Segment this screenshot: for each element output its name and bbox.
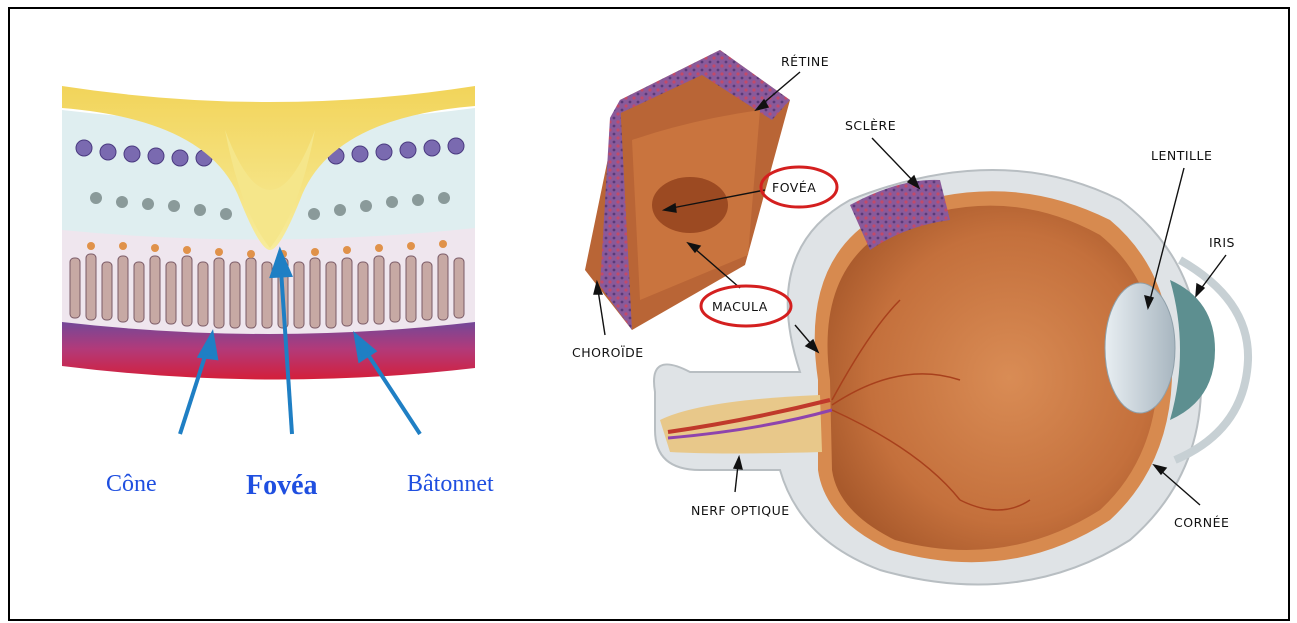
cornea-label: CORNÉE <box>1174 515 1229 530</box>
iris-label: IRIS <box>1209 235 1235 250</box>
macula-label: MACULA <box>712 299 768 314</box>
lens-label: LENTILLE <box>1151 148 1212 163</box>
choroid-label: CHOROÏDE <box>572 345 644 360</box>
fovea-label: Fovéa <box>246 470 318 501</box>
cone-label: Cône <box>106 471 157 497</box>
retina-label: RÉTINE <box>781 54 829 69</box>
lens-shape <box>1105 283 1175 413</box>
optic-nerve-label: NERF OPTIQUE <box>691 503 790 518</box>
rod-label: Bâtonnet <box>407 471 494 497</box>
fovea-eye-label: FOVÉA <box>772 180 816 195</box>
retina-cross-section: Cône Fovéa Bâtonnet <box>62 86 494 501</box>
eye-anatomy: RÉTINE SCLÈRE LENTILLE FOVÉA IRIS MACULA… <box>572 50 1248 585</box>
sclera-label: SCLÈRE <box>845 118 896 133</box>
